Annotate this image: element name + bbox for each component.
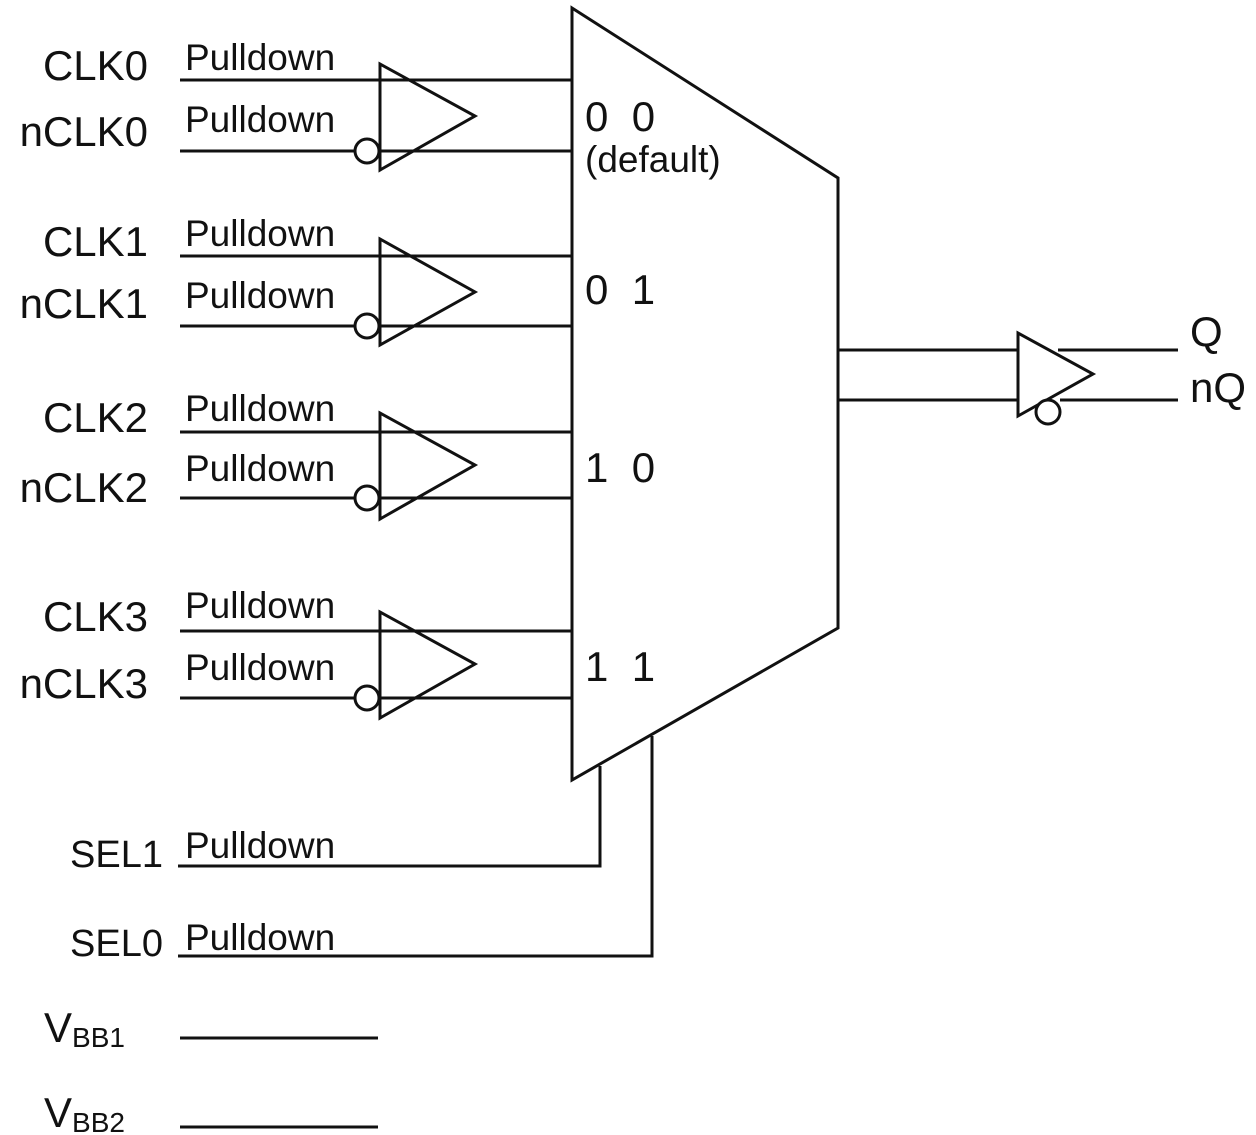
multiplexer-block xyxy=(570,5,840,783)
output-inverting-bubble xyxy=(1034,398,1062,426)
input-buffer-2 xyxy=(378,410,479,522)
output-buffer xyxy=(1016,330,1097,419)
sel1-bias-label: Pulldown xyxy=(185,825,335,866)
select-lines: SEL1 Pulldown SEL0 Pulldown xyxy=(70,736,654,965)
vbb2-label: VBB2 xyxy=(44,1089,125,1135)
sel0-wire xyxy=(178,736,654,958)
clk3-bias-label: Pulldown xyxy=(185,585,335,626)
default-note: (default) xyxy=(585,139,721,180)
clk3-label: CLK3 xyxy=(43,593,148,640)
clk0-bias-label: Pulldown xyxy=(185,37,335,78)
clk0-label: CLK0 xyxy=(43,42,148,89)
input-buffer-3 xyxy=(378,609,479,721)
inverting-bubble-3 xyxy=(353,684,381,712)
nclk1-label: nCLK1 xyxy=(20,280,148,327)
nq-label: nQ xyxy=(1190,364,1246,411)
input-buffer-0 xyxy=(378,61,479,173)
inverting-bubble-0 xyxy=(353,137,381,165)
inverting-bubble-2 xyxy=(353,484,381,512)
inverting-bubble-1 xyxy=(353,312,381,340)
clk2-bias-label: Pulldown xyxy=(185,388,335,429)
clk2-label: CLK2 xyxy=(43,394,148,441)
nclk1-bias-label: Pulldown xyxy=(185,275,335,316)
select-code-10: 1 0 xyxy=(585,444,655,491)
input-pair-1: CLK1 nCLK1 Pulldown Pulldown 0 1 xyxy=(20,213,655,348)
select-code-01: 0 1 xyxy=(585,266,655,313)
clk1-label: CLK1 xyxy=(43,218,148,265)
sel1-label: SEL1 xyxy=(70,834,163,876)
nclk2-label: nCLK2 xyxy=(20,464,148,511)
vbb1-label: VBB1 xyxy=(44,1004,125,1053)
q-label: Q xyxy=(1190,308,1223,355)
nclk2-bias-label: Pulldown xyxy=(185,448,335,489)
nclk0-bias-label: Pulldown xyxy=(185,99,335,140)
sel0-bias-label: Pulldown xyxy=(185,917,335,958)
nclk3-bias-label: Pulldown xyxy=(185,647,335,688)
sel0-label: SEL0 xyxy=(70,923,163,965)
select-code-00: 0 0 xyxy=(585,93,655,140)
select-code-11: 1 1 xyxy=(585,643,655,690)
nclk0-label: nCLK0 xyxy=(20,108,148,155)
input-pair-2: CLK2 nCLK2 Pulldown Pulldown 1 0 xyxy=(20,388,655,522)
clk1-bias-label: Pulldown xyxy=(185,213,335,254)
input-pair-3: CLK3 nCLK3 Pulldown Pulldown 1 1 xyxy=(20,585,655,721)
nclk3-label: nCLK3 xyxy=(20,660,148,707)
vbb-pins: VBB1 VBB2 xyxy=(44,1004,378,1135)
input-pair-0: CLK0 nCLK0 Pulldown Pulldown 0 0 (defaul… xyxy=(20,37,721,180)
output-stage: Q nQ xyxy=(838,308,1246,426)
input-buffer-1 xyxy=(378,236,479,348)
sel1-wire xyxy=(178,766,602,868)
